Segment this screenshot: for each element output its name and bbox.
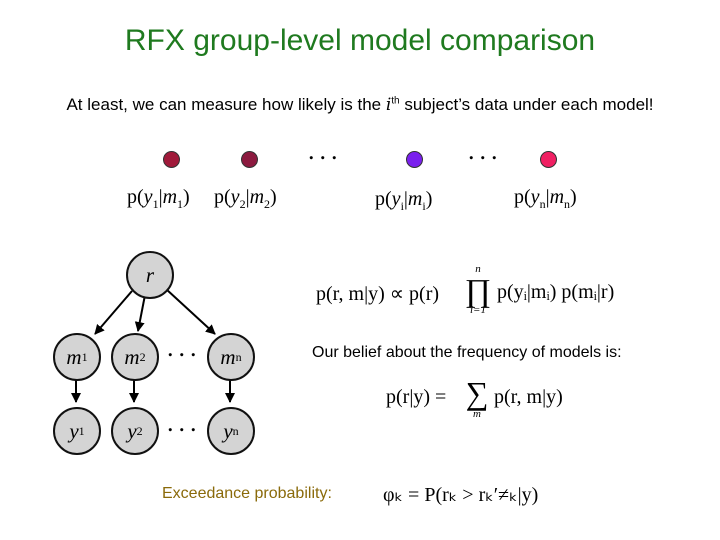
subtitle-prefix: At least, we can measure how likely is t… xyxy=(66,95,386,114)
product-upper: n xyxy=(475,263,481,275)
subtitle: At least, we can measure how likely is t… xyxy=(0,95,720,115)
edge-r-mn xyxy=(165,288,216,335)
subject-dot-2 xyxy=(241,151,258,168)
ellipsis-top-right: ... xyxy=(468,136,503,165)
sum-glyph: ∑ xyxy=(465,375,489,411)
ellipsis-top-left: ... xyxy=(308,136,343,165)
likelihood-1: p(y1|m1) xyxy=(127,186,190,211)
sum-symbol: ∑ m xyxy=(462,377,492,420)
subject-dot-1 xyxy=(163,151,180,168)
subtitle-ordinal: th xyxy=(391,95,400,107)
posterior-formula-lhs: p(r, m|y) ∝ p(r) xyxy=(316,283,440,305)
likelihood-i: p(yi|mi) xyxy=(375,188,433,213)
exceedance-label: Exceedance probability: xyxy=(162,485,332,502)
exceedance-formula: φₖ = P(rₖ > rₖ′≠ₖ|y) xyxy=(383,484,539,506)
product-lower: i=1 xyxy=(470,304,486,316)
marginal-formula-lhs: p(r|y) = xyxy=(386,386,447,408)
subject-dot-n xyxy=(540,151,557,168)
product-symbol: n ∏ i=1 xyxy=(462,264,494,316)
likelihood-2: p(y2|m2) xyxy=(214,186,277,211)
edge-r-m1 xyxy=(94,290,133,335)
ellipsis-m-row: ... xyxy=(167,333,202,362)
marginal-formula-rhs: p(r, m|y) xyxy=(494,386,563,408)
posterior-formula-rhs: p(yᵢ|mᵢ) p(mᵢ|r) xyxy=(497,281,615,303)
subtitle-index: i xyxy=(385,95,392,115)
product-glyph: ∏ xyxy=(464,272,492,308)
subtitle-suffix: subject’s data under each model! xyxy=(399,95,654,114)
ellipsis-y-row: ... xyxy=(167,408,202,437)
page-title: RFX group-level model comparison xyxy=(124,24,596,57)
likelihood-n: p(yn|mn) xyxy=(514,186,577,211)
belief-text: Our belief about the frequency of models… xyxy=(312,344,622,361)
node-r: r xyxy=(126,251,174,299)
edge-r-m2 xyxy=(134,294,146,332)
sum-lower: m xyxy=(473,408,481,420)
subject-dot-i xyxy=(406,151,423,168)
